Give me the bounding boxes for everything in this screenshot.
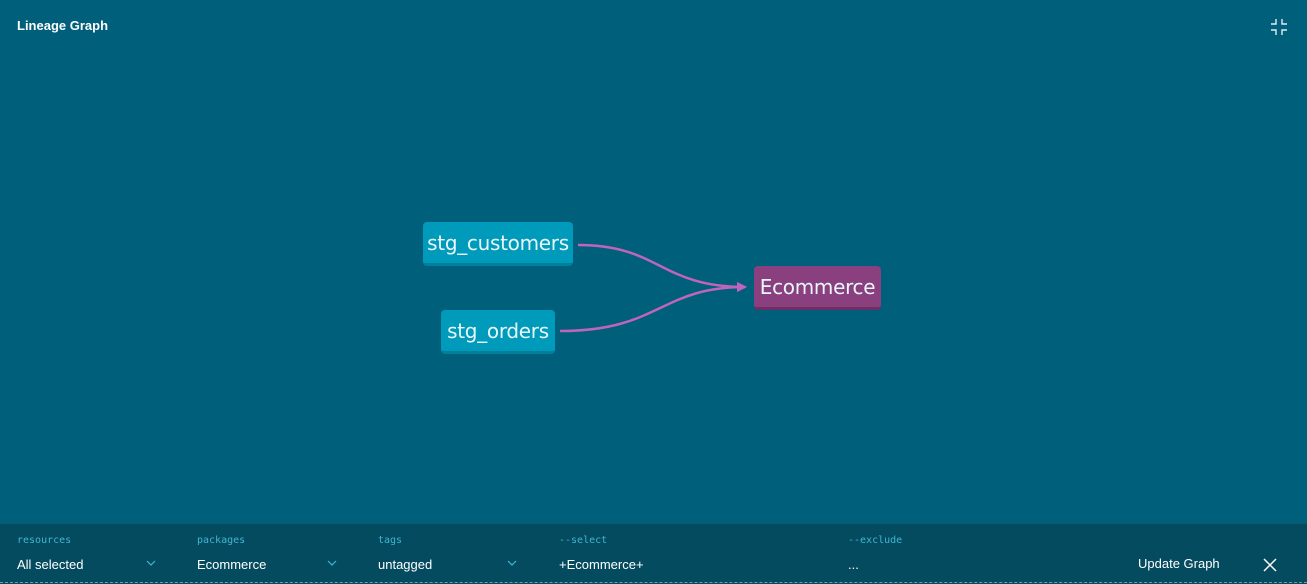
node-stg-customers[interactable]: stg_customers bbox=[423, 222, 573, 266]
panel-header: Lineage Graph bbox=[0, 0, 1307, 52]
panel-title: Lineage Graph bbox=[17, 18, 109, 33]
graph-edges bbox=[559, 243, 747, 333]
resources-value[interactable]: All selected bbox=[17, 557, 84, 572]
exclude-filter[interactable]: --exclude ... bbox=[848, 524, 1108, 582]
node-stg-orders[interactable]: stg_orders bbox=[441, 310, 555, 354]
update-graph-button[interactable]: Update Graph bbox=[1138, 556, 1220, 571]
chevron-down-icon[interactable] bbox=[146, 559, 156, 567]
exclude-input[interactable]: ... bbox=[848, 557, 859, 572]
select-filter[interactable]: --select +Ecommerce+ bbox=[559, 524, 819, 582]
resources-filter[interactable]: resources All selected bbox=[17, 524, 157, 582]
select-label: --select bbox=[559, 535, 608, 546]
tags-value[interactable]: untagged bbox=[378, 557, 433, 572]
chevron-down-icon[interactable] bbox=[507, 559, 517, 567]
resources-label: resources bbox=[17, 535, 72, 546]
packages-value[interactable]: Ecommerce bbox=[197, 557, 267, 572]
chevron-down-icon[interactable] bbox=[327, 559, 337, 567]
exclude-label: --exclude bbox=[848, 535, 903, 546]
select-input[interactable]: +Ecommerce+ bbox=[559, 557, 644, 572]
lineage-graph-canvas[interactable]: stg_customers stg_orders Ecommerce bbox=[0, 52, 1307, 522]
packages-label: packages bbox=[197, 535, 246, 546]
node-ecommerce[interactable]: Ecommerce bbox=[754, 266, 881, 310]
packages-filter[interactable]: packages Ecommerce bbox=[197, 524, 337, 582]
close-icon[interactable] bbox=[1262, 557, 1278, 573]
edge-stg-customers-to-ecommerce bbox=[577, 243, 747, 292]
tags-filter[interactable]: tags untagged bbox=[378, 524, 518, 582]
collapse-icon[interactable] bbox=[1268, 16, 1290, 38]
tags-label: tags bbox=[378, 535, 403, 546]
graph-filter-toolbar: resources All selected packages Ecommerc… bbox=[0, 523, 1307, 584]
edge-stg-orders-to-ecommerce bbox=[559, 282, 747, 333]
